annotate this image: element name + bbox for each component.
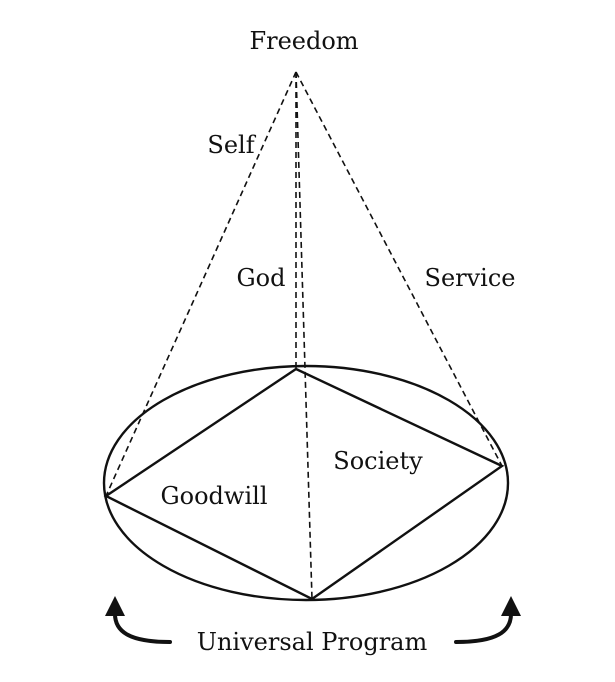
label-self: Self [207, 131, 256, 159]
label-service: Service [425, 264, 516, 292]
label-universal-program: Universal Program [197, 628, 428, 656]
right-arrow-head-icon [501, 596, 521, 616]
label-freedom: Freedom [249, 27, 358, 55]
edge-apex-left [105, 71, 297, 497]
left-curved-arrow [112, 610, 172, 644]
base-ellipse [102, 364, 510, 602]
label-god: God [237, 264, 286, 292]
left-arrow-head-icon [105, 596, 125, 616]
label-society: Society [333, 447, 423, 475]
edge-apex-back [295, 71, 313, 600]
right-curved-arrow [454, 610, 514, 644]
edge-apex-right [295, 71, 503, 467]
label-goodwill: Goodwill [160, 482, 267, 510]
base-diamond [103, 367, 505, 601]
